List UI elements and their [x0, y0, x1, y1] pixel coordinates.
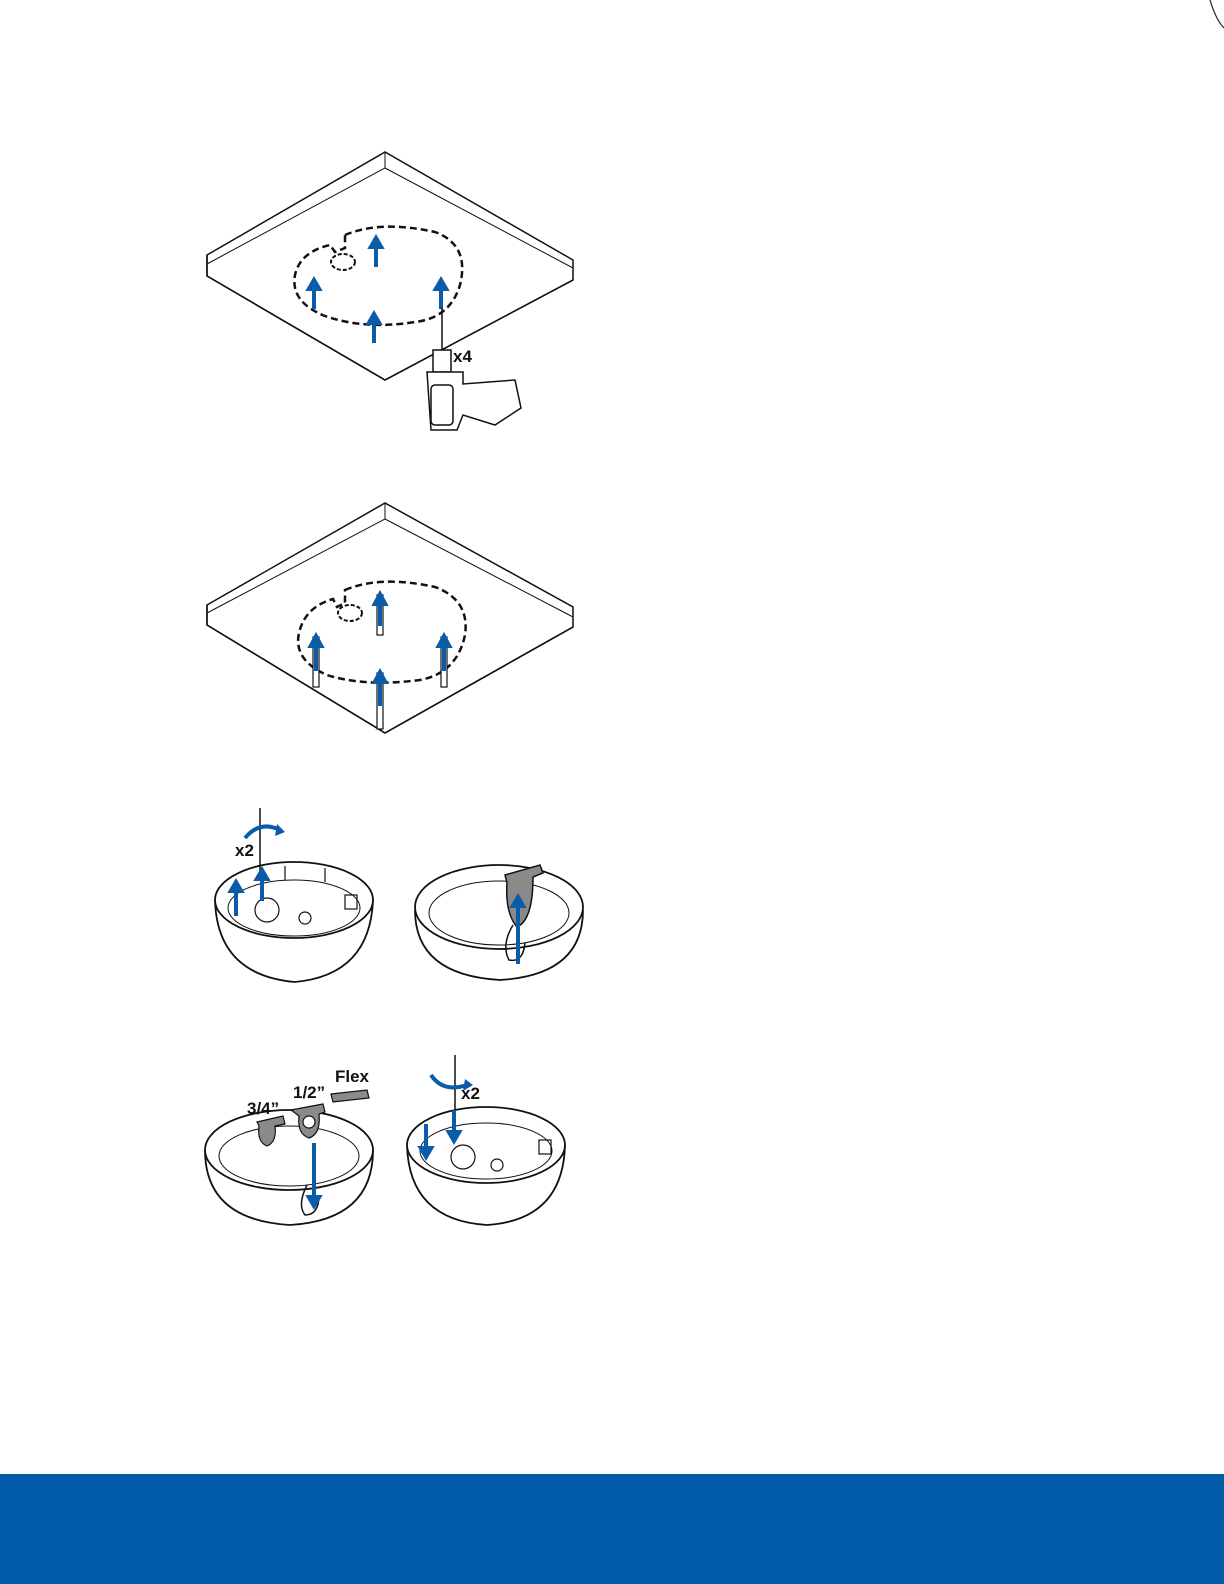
screw-count-label-a: x2	[235, 841, 254, 860]
rotate-arrow-icon	[245, 826, 280, 838]
mount-base	[407, 1107, 565, 1225]
mount-base	[215, 862, 373, 982]
remove-screws-figure: x2	[205, 800, 385, 990]
conduit-1-2-label: 1/2”	[293, 1083, 325, 1102]
ceiling-tile	[207, 152, 573, 380]
conduit-3-4-label: 3/4”	[247, 1099, 279, 1118]
screw-count-label-b: x2	[461, 1084, 480, 1103]
insert-anchors-figure	[195, 495, 595, 750]
drill-holes-figure: x4	[195, 140, 595, 440]
drill-count-label: x4	[453, 347, 472, 366]
mount-base	[205, 1110, 373, 1225]
ceiling-tile	[207, 503, 573, 733]
page-corner-mark	[1208, 0, 1224, 30]
remove-knockout-figure	[405, 835, 595, 995]
conduit-flex-label: Flex	[335, 1067, 370, 1086]
footer-band	[0, 1474, 1224, 1584]
mount-base	[415, 865, 583, 980]
conduit-adapters-figure: 3/4” 1/2” Flex	[195, 1060, 385, 1240]
adapter-flex	[331, 1090, 369, 1102]
install-screws-figure: x2	[395, 1045, 585, 1235]
